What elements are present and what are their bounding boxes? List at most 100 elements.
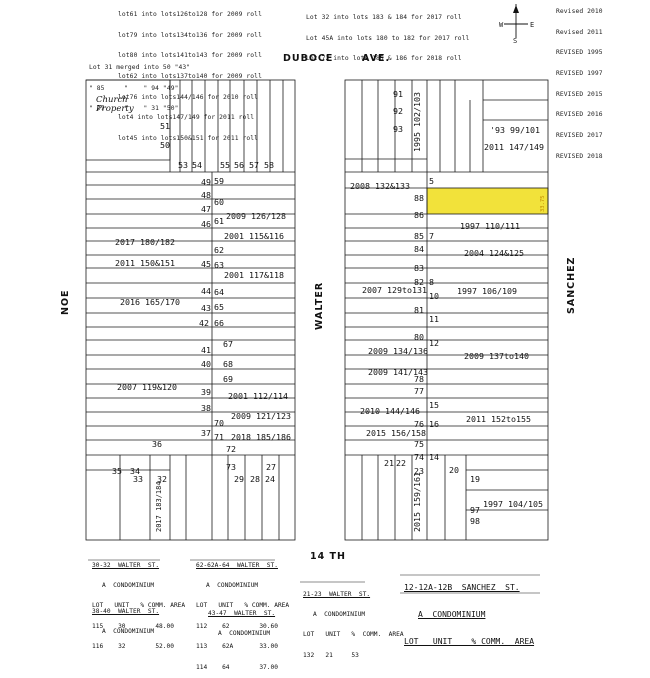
condo-label: 2016 165/170: [120, 297, 180, 307]
condo-table-12-sanchez: 12-12A-12B SANCHEZ ST. A CONDOMINIUM LOT…: [404, 565, 534, 655]
lot-number: 34: [130, 466, 140, 476]
parcel-map: [85, 79, 549, 594]
condo-label: 1997 110/111: [460, 221, 520, 231]
compass-e-label: E: [530, 21, 535, 29]
note-line: lot80 into lots141to143 for 2009 roll: [118, 52, 262, 60]
condo-label: 2008 132&133: [350, 181, 410, 191]
lot-number: 39: [201, 387, 211, 397]
condo-table-43-47-walter: 43-47 WALTER ST. A CONDOMINIUM: [208, 597, 275, 645]
compass-w-label: W: [499, 21, 504, 29]
header-notes-right: Lot 32 into lots 183 & 184 for 2017 roll…: [306, 1, 469, 70]
note-line: Lot 72 into lots 185 & 186 for 2018 roll: [306, 55, 462, 63]
condo-label: 2017 180/182: [115, 237, 175, 247]
condo-vertical-label: 2015 159/161: [412, 472, 422, 532]
lot-number: 12: [429, 338, 439, 348]
lot-number: 57: [249, 160, 259, 170]
condo-label: 2015 156/158: [366, 428, 426, 438]
lot-number: 86: [414, 210, 424, 220]
highlighted-lot-dimension: 33.75: [540, 195, 546, 212]
lot-number: 77: [414, 386, 424, 396]
condo-label: 2007 129to131: [362, 285, 427, 295]
condo-label: 2009 134/136: [368, 346, 428, 356]
street-fourteenth: 14 TH: [310, 551, 346, 562]
note-line: lot45 into lots150&151 for 2011 roll: [118, 135, 259, 143]
revision-line: REVISED 2018: [556, 152, 603, 160]
lot-number: 37: [201, 428, 211, 438]
condo-header: LOT UNIT % COMM. AREA: [404, 637, 535, 646]
lot-number: 67: [223, 339, 233, 349]
condo-label: 2001 112/114: [228, 391, 288, 401]
lot-number: 53: [178, 160, 188, 170]
condo-label: 2011 150&151: [115, 258, 175, 268]
note-line: " 85 " " 94 "49": [89, 84, 179, 92]
condo-row: 132 21 53: [303, 651, 359, 659]
lot-number: 76: [414, 419, 424, 429]
lot-number: 33: [133, 474, 143, 484]
lot-number: 70: [214, 418, 224, 428]
note-line: Lot 31 merged into 50 "43": [89, 63, 191, 71]
condo-label: 2009 121/123: [231, 411, 291, 421]
lot-number: 83: [414, 263, 424, 273]
compass-icon: [504, 4, 528, 38]
condo-header: LOT UNIT % COMM. AREA: [92, 602, 186, 610]
lot-number: 62: [214, 245, 224, 255]
revision-line: REVISED 2015: [556, 90, 603, 98]
lot-number: 21: [384, 458, 394, 468]
lot-number: 74: [414, 452, 424, 462]
condo-table-lines: [88, 559, 540, 594]
note-line: lot79 into lots134to136 for 2009 roll: [118, 31, 262, 39]
note-line: lot62 into lots137to140 for 2009 roll: [118, 72, 262, 80]
revision-line: Revised 2011: [556, 28, 603, 36]
lot-number: 35: [112, 466, 122, 476]
note-line: Lot 45A into lots 180 to 182 for 2017 ro…: [306, 34, 470, 42]
condo-subtitle: A CONDOMINIUM: [313, 610, 366, 618]
street-duboce: DUBOCE: [283, 53, 334, 64]
lot-number: 19: [470, 474, 480, 484]
condo-subtitle: A CONDOMINIUM: [218, 629, 271, 637]
lot-number: 68: [223, 359, 233, 369]
lot-number: 32: [157, 474, 167, 484]
church-property-label: Church Property: [96, 96, 134, 114]
lot-number: 73: [226, 462, 236, 472]
condo-vertical-label: 1995 102/103: [412, 92, 422, 152]
note-line: lot61 into lots126to128 for 2009 roll: [118, 10, 262, 18]
note-line: " 27 " " 31 "50": [89, 105, 179, 113]
header-notes-left: lot61 into lots126to128 for 2009 roll lo…: [118, 0, 262, 150]
condo-header: LOT UNIT % COMM. AREA: [196, 602, 290, 610]
lot-number: 63: [214, 260, 224, 270]
condo-row: 114 64 37.00: [196, 663, 278, 671]
lot-number: 59: [214, 176, 224, 186]
lot-number: 50: [160, 140, 170, 150]
condo-subtitle: A CONDOMINIUM: [206, 581, 259, 589]
condo-label: 2009 137to140: [464, 351, 529, 361]
lot-number: 85: [414, 231, 424, 241]
church-line: Church: [96, 95, 128, 105]
lot-number: 49: [201, 177, 211, 187]
lot-number: 75: [414, 439, 424, 449]
revision-line: Revised 2010: [556, 7, 603, 15]
lot-number: 98: [470, 516, 480, 526]
lot-number: 91: [393, 89, 403, 99]
condo-label: 2011 147/149: [484, 142, 544, 152]
highlighted-lot: [426, 187, 549, 215]
revision-line: REVISED 1995: [556, 49, 603, 57]
lot-number: 24: [265, 474, 275, 484]
condo-row: 113 62A 33.00: [196, 643, 278, 651]
condo-label: 2001 117&118: [224, 270, 284, 280]
lot-number: 10: [429, 291, 439, 301]
lot-number: 20: [449, 465, 459, 475]
condo-label: 2001 115&116: [224, 231, 284, 241]
lot-number: 48: [201, 190, 211, 200]
lot-number: 47: [201, 204, 211, 214]
lot-number: 40: [201, 359, 211, 369]
revision-line: REVISED 2017: [556, 132, 603, 140]
lot-number: 46: [201, 219, 211, 229]
left-block-lines: [85, 79, 296, 541]
lot-number: 23: [414, 466, 424, 476]
condo-table-21-23-walter: 21-23 WALTER ST. A CONDOMINIUM LOT UNIT …: [303, 578, 404, 666]
compass-s-label: S: [513, 37, 518, 45]
lot-number: 92: [393, 106, 403, 116]
lot-number: 61: [214, 216, 224, 226]
lot-number: 81: [414, 305, 424, 315]
lot-number: 7: [429, 231, 434, 241]
